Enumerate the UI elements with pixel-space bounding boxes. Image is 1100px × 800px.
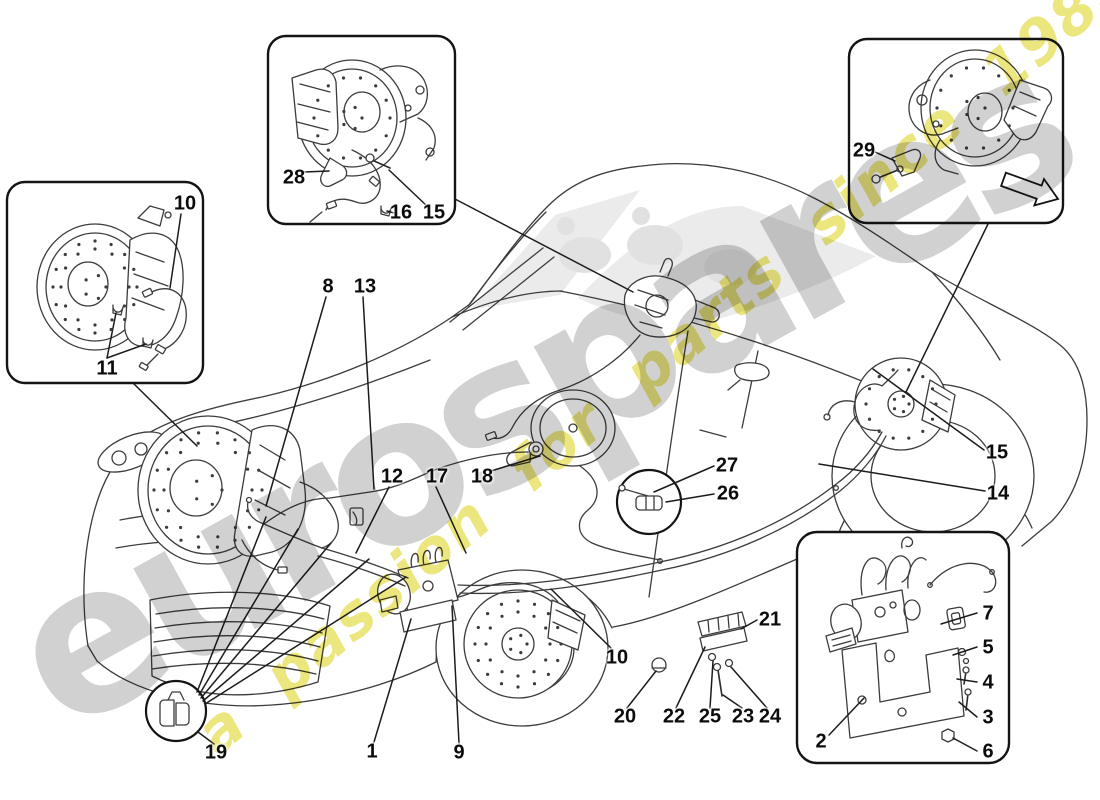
seat bbox=[627, 225, 683, 265]
mounting-bracket bbox=[841, 642, 965, 739]
abs-module bbox=[377, 546, 459, 633]
detail-circle-pipe-fasteners bbox=[615, 468, 683, 536]
direction-arrow-icon bbox=[999, 171, 1060, 207]
inset-box-rear-brake-sensor bbox=[847, 37, 1065, 225]
rear-brake-hose bbox=[853, 369, 899, 432]
front-left-brake-assembly bbox=[137, 415, 339, 574]
inset-box-front-brake bbox=[5, 180, 205, 385]
pipe-clip bbox=[651, 657, 667, 673]
handbrake-cable bbox=[325, 149, 381, 211]
headrest bbox=[557, 217, 575, 235]
brake-servo bbox=[506, 389, 616, 467]
front-right-wheel-assembly bbox=[435, 569, 609, 727]
nut bbox=[941, 728, 955, 743]
pipe-bracket-parts bbox=[651, 611, 748, 697]
brake-caliper bbox=[291, 68, 339, 146]
door-mirror bbox=[734, 362, 770, 382]
windshield-glass bbox=[470, 190, 640, 310]
leader-lines bbox=[106, 151, 989, 752]
front-grille bbox=[149, 591, 331, 696]
sensor-bracket bbox=[891, 148, 922, 177]
seat bbox=[704, 249, 756, 285]
hood-badge bbox=[349, 507, 364, 526]
relay-part bbox=[946, 606, 966, 631]
parking-brake-cable bbox=[491, 334, 641, 440]
headrest bbox=[632, 207, 650, 225]
rear-left-caliper-assembly bbox=[484, 257, 720, 441]
inset-box-abs-unit bbox=[795, 530, 1011, 765]
cable-yoke bbox=[320, 157, 348, 188]
seat bbox=[559, 237, 611, 273]
disc-drill-dots bbox=[51, 66, 1015, 689]
inset-box-rear-brake-cable bbox=[266, 34, 457, 226]
detail-circle-pipe-clip bbox=[144, 679, 208, 743]
